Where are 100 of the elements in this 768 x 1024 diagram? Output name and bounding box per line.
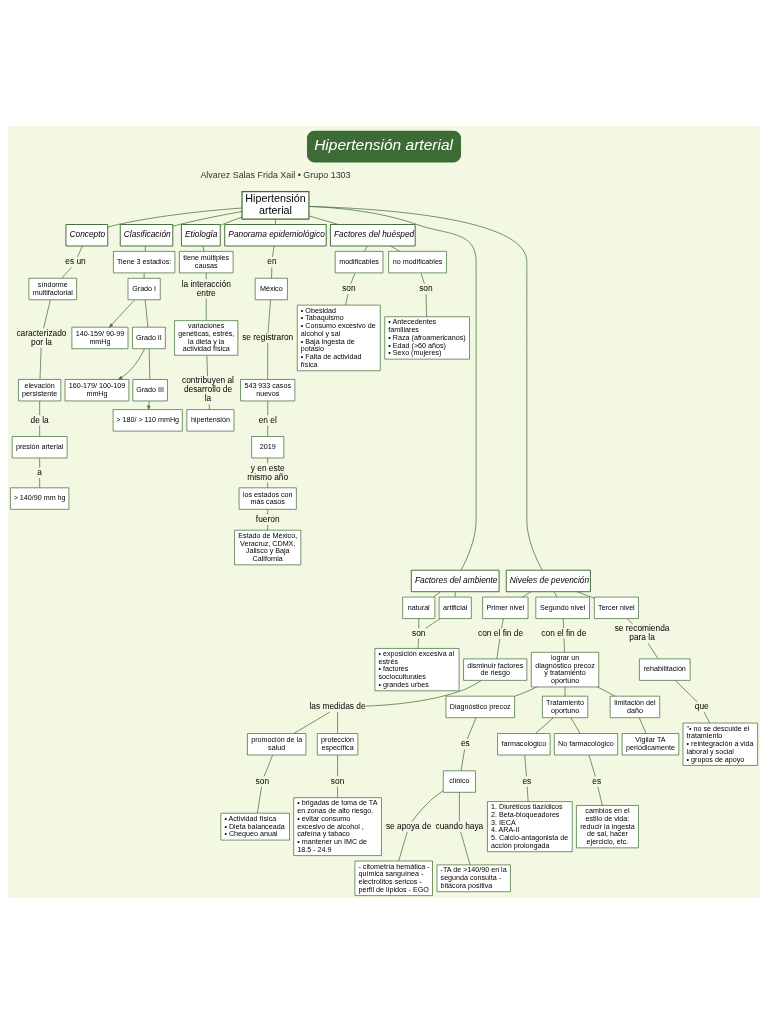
connector (411, 790, 444, 822)
connector (206, 355, 208, 377)
connector (337, 786, 338, 798)
connector (576, 591, 595, 599)
connector (454, 591, 456, 598)
connector (460, 749, 465, 772)
node-text: es (522, 775, 532, 786)
connector (267, 400, 269, 416)
connector (501, 618, 504, 629)
connector (205, 298, 207, 321)
node-text: de la (30, 414, 49, 425)
connector (390, 245, 400, 252)
connector (398, 831, 408, 862)
connector (263, 754, 273, 777)
connector (466, 717, 477, 740)
node-text: se registraron (242, 332, 294, 343)
connector (267, 524, 269, 531)
connector (39, 477, 40, 488)
connector (308, 206, 543, 571)
connector (522, 591, 532, 598)
connector (144, 299, 149, 328)
node-text: son (342, 283, 356, 294)
node-text: a (37, 467, 42, 478)
node-text: son (330, 775, 345, 786)
arrow (118, 348, 145, 380)
connector (172, 211, 243, 227)
connector (460, 831, 471, 866)
connector (43, 299, 51, 329)
node-box: Etiología (180, 224, 221, 247)
connector (703, 711, 711, 724)
connector (350, 272, 356, 285)
connector (420, 272, 425, 285)
node-text: se recomienda para la (614, 623, 670, 643)
connector (337, 754, 338, 777)
node-text: es (592, 775, 602, 786)
node-box: Panorama epidemiológico (224, 224, 327, 247)
node-text: es (460, 738, 470, 749)
connector (425, 618, 441, 629)
connector (563, 638, 565, 653)
connector (570, 717, 581, 734)
node-text: son (419, 283, 433, 294)
connector (267, 457, 269, 464)
connector (364, 245, 368, 252)
connector (526, 786, 529, 802)
node-text: en el (258, 414, 277, 425)
connector (638, 717, 647, 734)
connector (143, 272, 145, 279)
connector (272, 245, 275, 258)
node-text: contribuyen al desarrollo de la (182, 375, 234, 404)
connector (267, 299, 271, 334)
connector (418, 618, 420, 629)
label: Alvarez Salas Frida Xail • Grupo 1303 (200, 169, 351, 180)
connector (459, 792, 460, 822)
connector (535, 717, 554, 734)
node-text: cuando haya (435, 820, 484, 831)
node-text: las medidas de (309, 701, 366, 712)
connector (308, 206, 477, 571)
connector (425, 293, 427, 318)
connector (205, 272, 207, 280)
node-text: son (412, 627, 426, 638)
connector (496, 638, 501, 660)
node-text: fueron (255, 513, 280, 524)
connector (433, 591, 441, 598)
node-text: que (694, 701, 709, 712)
connector (208, 403, 210, 410)
connector (345, 293, 349, 306)
connector (39, 457, 40, 469)
arrow (109, 299, 135, 328)
node-box: Hipertensión arterial (241, 191, 310, 220)
node-text: con el fin de (541, 627, 587, 638)
connector (365, 680, 482, 707)
connector (256, 786, 262, 814)
connector (514, 686, 538, 697)
node-text: y en este mismo año (247, 462, 289, 482)
connector (647, 642, 659, 660)
connector (267, 342, 269, 380)
connector (148, 348, 151, 380)
node-text: son (255, 775, 270, 786)
connector (562, 618, 564, 629)
diagram-title: Hipertensión arterial (314, 136, 453, 154)
node-text: en (267, 256, 277, 267)
node-text: es un (65, 256, 86, 267)
connector (267, 425, 269, 437)
connector (597, 686, 616, 697)
connector (275, 218, 276, 225)
arrow (147, 400, 151, 410)
connector (564, 686, 566, 697)
connector (61, 267, 72, 279)
connector (107, 207, 243, 228)
connector (219, 216, 243, 226)
node-text: con el fin de (478, 627, 524, 638)
connector (39, 347, 42, 380)
connector (202, 245, 205, 252)
connector (267, 482, 269, 489)
connector (308, 215, 339, 225)
connector (524, 754, 527, 777)
node-box: Concepto (65, 224, 109, 247)
node-box: Niveles de pevención (505, 569, 591, 593)
connector (293, 711, 331, 734)
connector (417, 638, 419, 649)
